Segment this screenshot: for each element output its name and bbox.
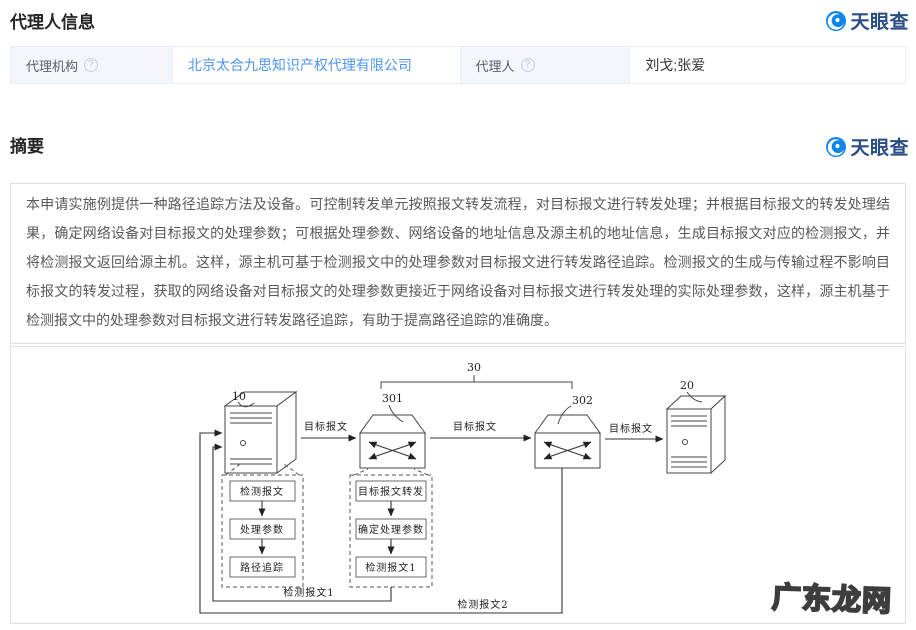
- abstract-section-title: 摘要: [10, 137, 44, 156]
- switch1-node: 301: [359, 392, 426, 469]
- switch-step-1: 目标报文转发: [358, 485, 424, 498]
- help-icon[interactable]: ?: [84, 58, 99, 72]
- dest-host-node: 20: [665, 379, 727, 475]
- ref-30: 30: [467, 361, 481, 374]
- target-packet-label-3: 目标报文: [609, 422, 653, 435]
- return-label-2: 检测报文2: [457, 598, 508, 611]
- patent-figure: 10 20 301 302 30 目标报文: [199, 361, 727, 614]
- source-host-node: 10: [223, 390, 298, 474]
- patent-figure-box: 10 20 301 302 30 目标报文: [10, 346, 906, 624]
- agent-value-cell: 刘戈;张爱: [630, 47, 906, 84]
- flow-arrows: 目标报文 目标报文 目标报文: [301, 420, 664, 443]
- ref-302: 302: [572, 394, 593, 407]
- ref-20: 20: [680, 379, 694, 392]
- abstract-text: 本申请实施例提供一种路径追踪方法及设备。可控制转发单元按照报文转发流程，对目标报…: [26, 196, 890, 328]
- agent-label: 代理人: [475, 58, 515, 74]
- host-steps-callout: 检测报文 处理参数 路径追踪: [221, 463, 304, 588]
- tianyancha-logo-icon: [826, 136, 847, 157]
- return-path-2: 检测报文2: [199, 429, 563, 614]
- return-label-1: 检测报文1: [283, 586, 334, 599]
- brand-name: 天眼查: [850, 11, 909, 33]
- host-step-3: 路径追踪: [240, 561, 284, 574]
- agency-label: 代理机构: [26, 58, 79, 74]
- tianyancha-logo[interactable]: 天眼查: [825, 133, 909, 160]
- ref-301: 301: [382, 392, 403, 405]
- agent-names: 刘戈;张爱: [645, 57, 706, 73]
- help-icon[interactable]: ?: [520, 58, 535, 72]
- agent-section-title: 代理人信息: [10, 13, 95, 32]
- target-packet-label-2: 目标报文: [453, 420, 497, 433]
- switch2-node: 302: [534, 394, 601, 469]
- host-step-2: 处理参数: [240, 523, 284, 536]
- tianyancha-logo-icon: [826, 10, 847, 31]
- agency-label-cell: 代理机构 ?: [11, 47, 173, 84]
- brand-name: 天眼查: [850, 137, 909, 159]
- agent-label-cell: 代理人 ?: [460, 47, 631, 84]
- abstract-box: 本申请实施例提供一种路径追踪方法及设备。可控制转发单元按照报文转发流程，对目标报…: [10, 183, 906, 344]
- tianyancha-logo[interactable]: 天眼查: [825, 7, 909, 34]
- ref-10: 10: [232, 390, 246, 403]
- switch-step-3: 检测报文1: [365, 561, 416, 574]
- agent-info-table: 代理机构 ? 北京太合九思知识产权代理有限公司 代理人 ? 刘戈;张爱: [10, 46, 906, 84]
- switch-steps-callout: 目标报文转发 确定处理参数 检测报文1: [349, 468, 433, 588]
- agency-value-cell: 北京太合九思知识产权代理有限公司: [172, 47, 461, 84]
- host-step-1: 检测报文: [240, 485, 284, 498]
- switch-step-2: 确定处理参数: [358, 523, 424, 536]
- return-path-1: 检测报文1: [212, 443, 392, 602]
- network-bracket: 30: [380, 361, 573, 389]
- watermark: 广东龙网: [770, 579, 893, 619]
- target-packet-label-1: 目标报文: [304, 420, 348, 433]
- agency-link[interactable]: 北京太合九思知识产权代理有限公司: [187, 57, 412, 73]
